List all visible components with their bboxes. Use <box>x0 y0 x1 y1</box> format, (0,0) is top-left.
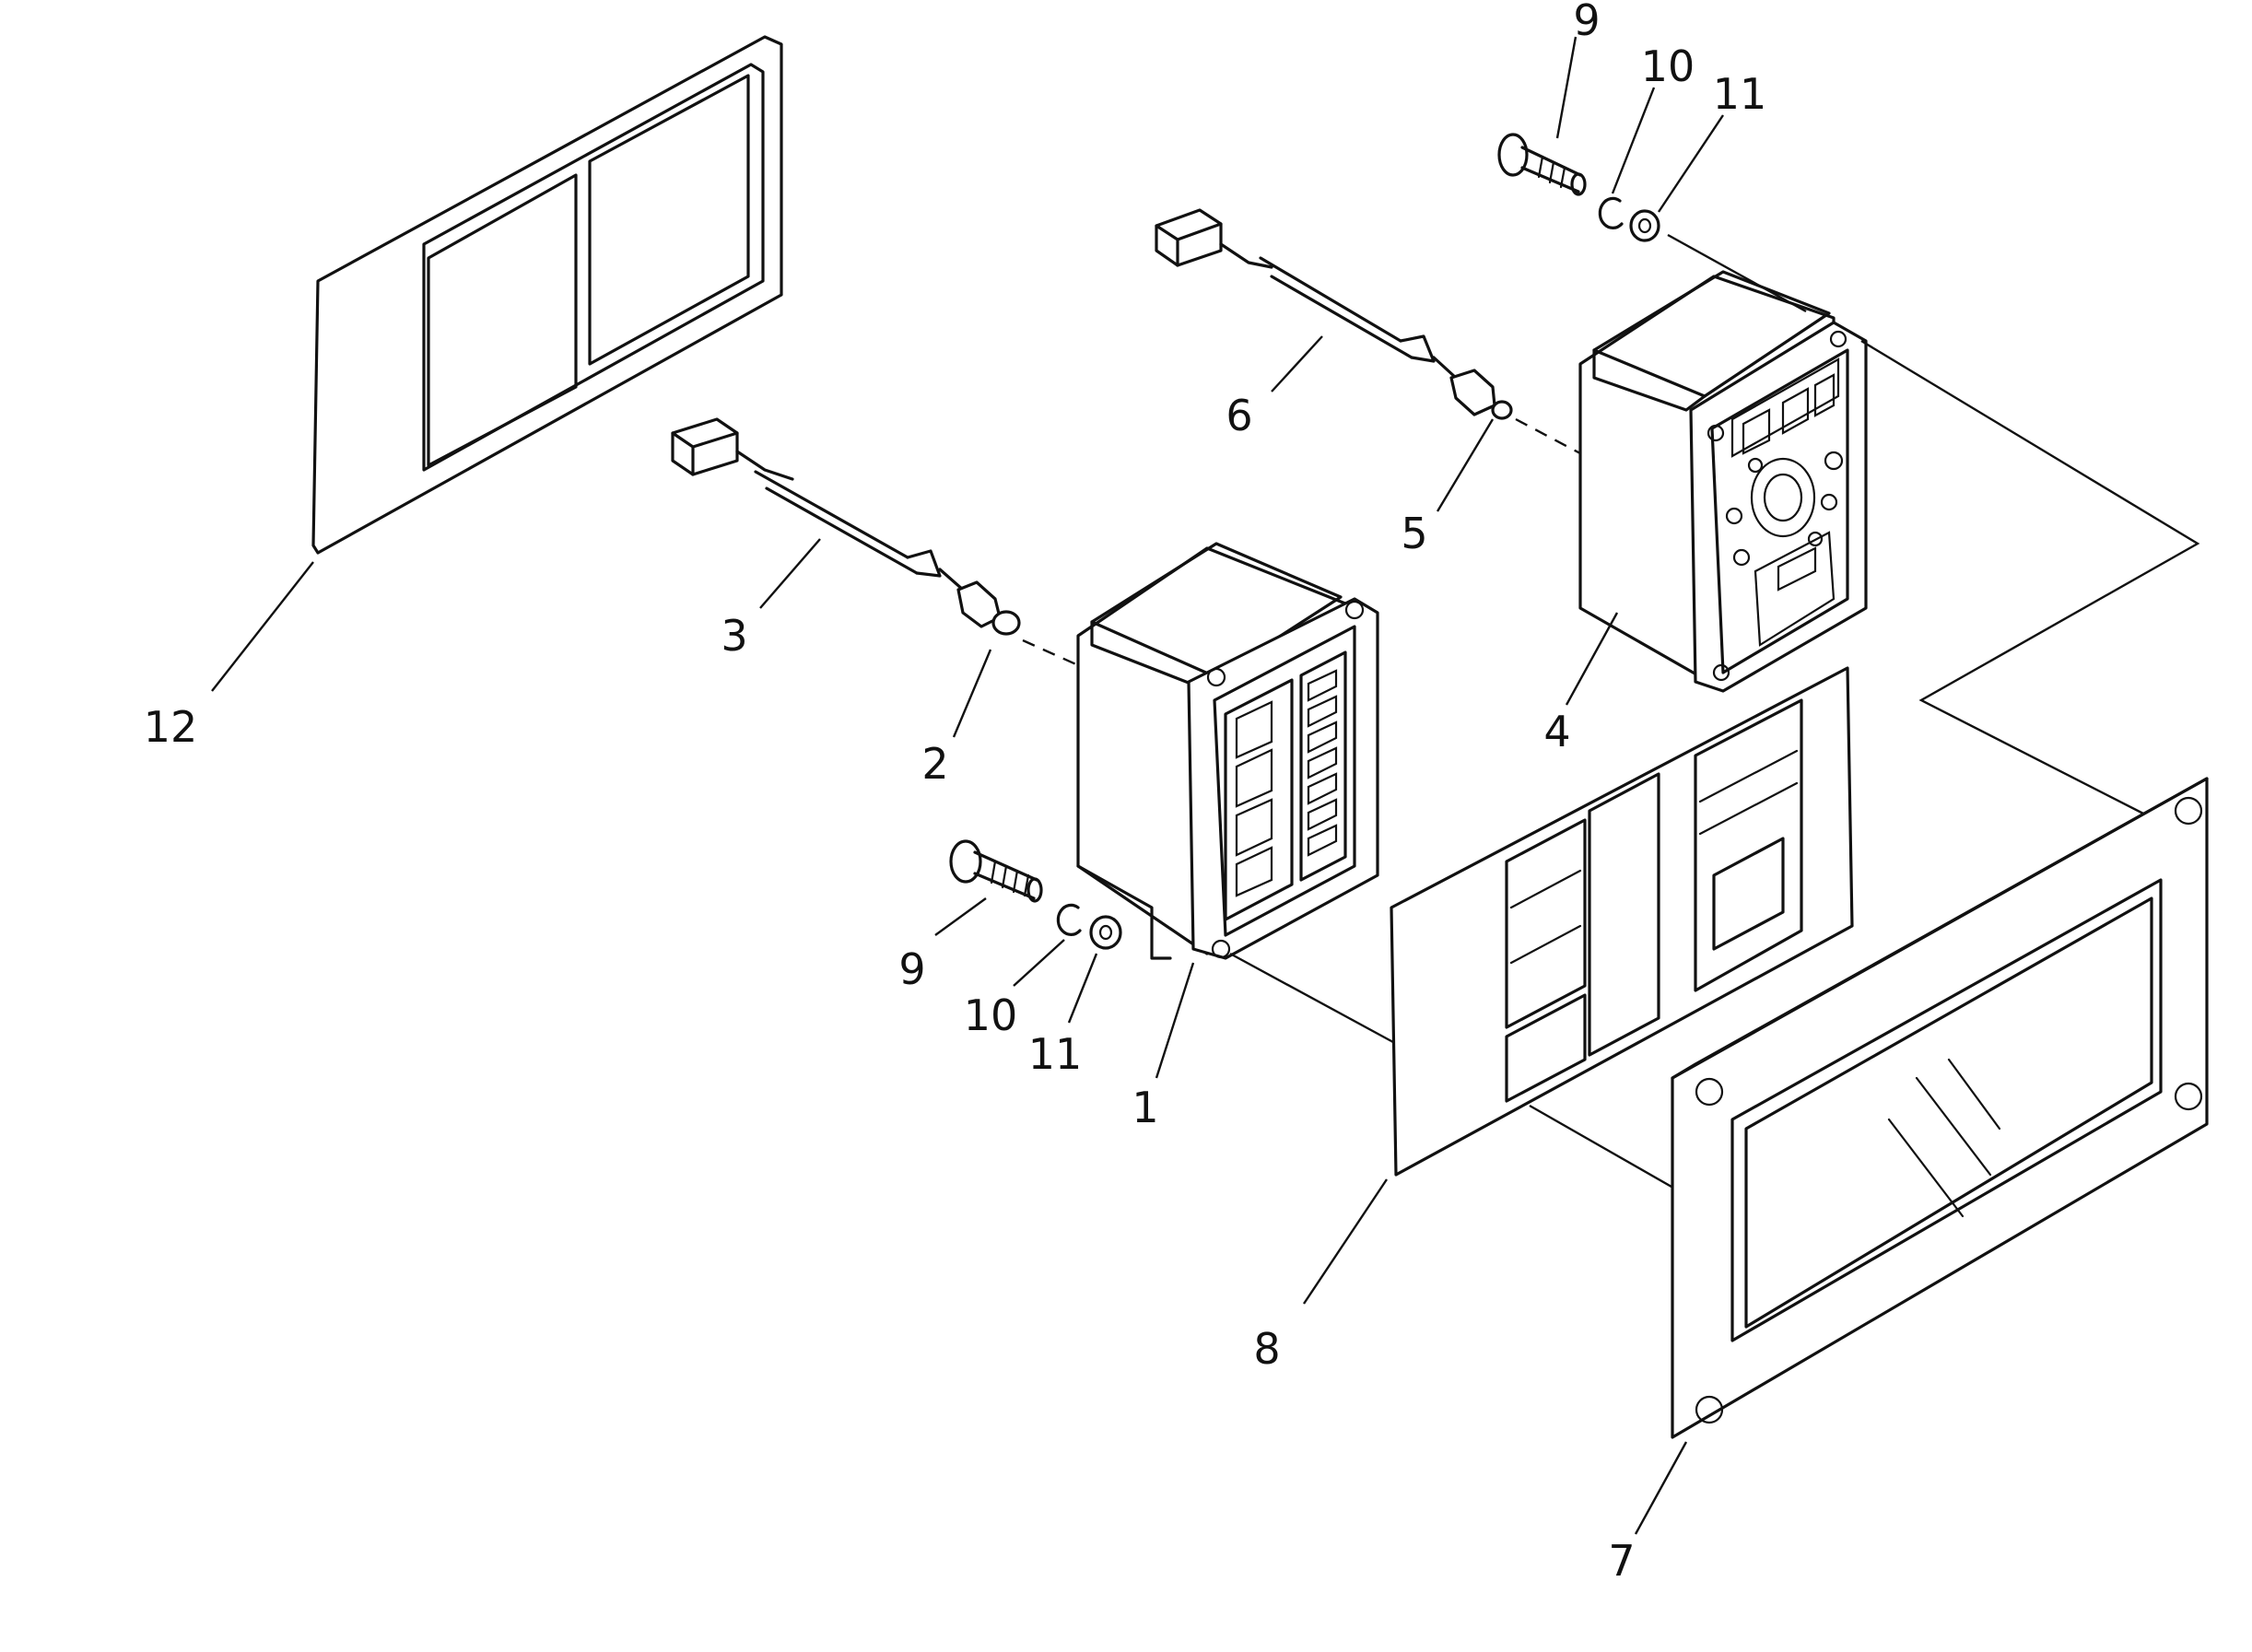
callout-4: 4 <box>1543 707 1570 756</box>
part-5-bulb-socket <box>1449 369 1513 420</box>
part-11-washer-upper <box>1629 209 1660 242</box>
callout-9-upper: 9 <box>1573 0 1600 45</box>
part-2-bulb-socket <box>956 580 1021 636</box>
callout-2: 2 <box>921 739 948 789</box>
callout-12: 12 <box>144 702 198 752</box>
callout-1: 1 <box>1132 1083 1158 1132</box>
callout-8: 8 <box>1253 1324 1280 1374</box>
part-10-lock-washer-left <box>1056 903 1082 936</box>
callout-5: 5 <box>1401 509 1427 558</box>
callout-7: 7 <box>1608 1536 1635 1586</box>
callout-9-left: 9 <box>898 944 925 994</box>
callout-11-upper: 11 <box>1713 69 1767 119</box>
part-3-wire-harness <box>671 417 965 592</box>
part-10-lock-washer-upper <box>1598 196 1624 229</box>
callout-3: 3 <box>721 611 747 661</box>
callout-11-left: 11 <box>1028 1029 1083 1079</box>
part-11-washer-left <box>1089 915 1122 950</box>
part-1-indicator-module <box>1076 542 1379 960</box>
part-12-gasket-frame <box>311 35 783 555</box>
callout-10-upper: 10 <box>1641 41 1695 91</box>
part-4-gauge-module <box>1578 270 1868 693</box>
part-8-face-plate <box>1390 666 1854 1177</box>
part-9-bolt-upper <box>1497 133 1587 196</box>
part-6-wire-harness <box>1155 208 1458 380</box>
part-9-bolt-left <box>949 839 1043 903</box>
callout-6: 6 <box>1226 391 1252 440</box>
leader-lines <box>211 36 1724 1535</box>
callout-10-left: 10 <box>964 990 1018 1040</box>
part-7-window-frame <box>1671 777 2209 1439</box>
